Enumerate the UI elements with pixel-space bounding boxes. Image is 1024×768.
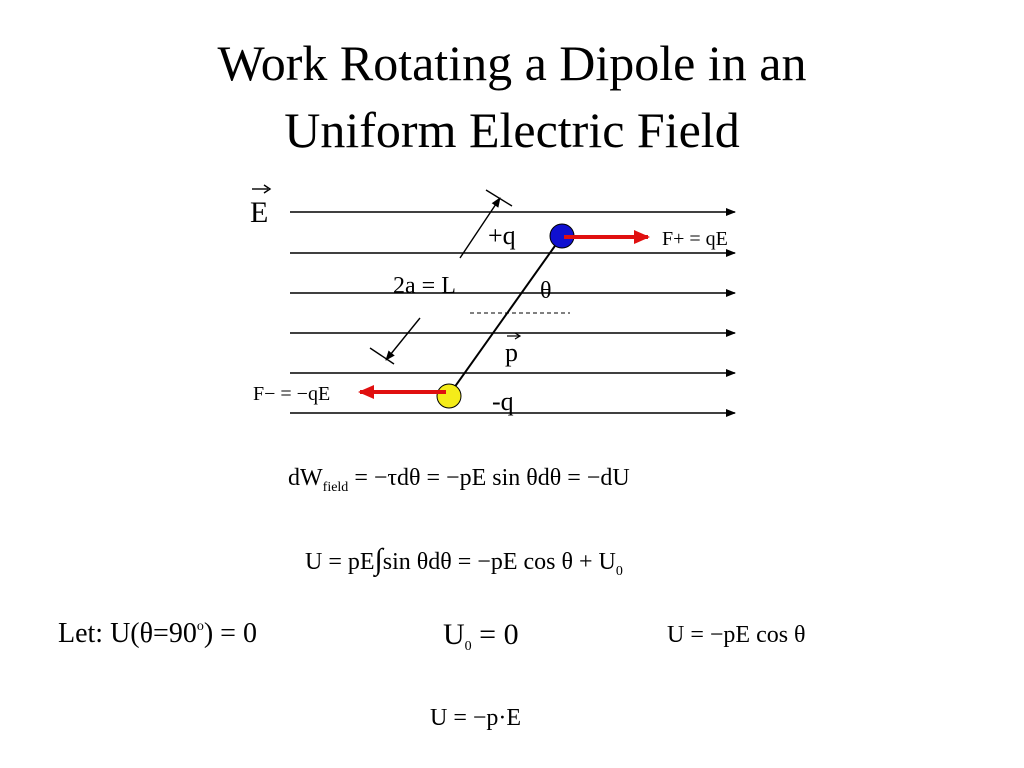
title-line-2: Uniform Electric Field [284, 102, 740, 158]
dipole-label: p [505, 338, 518, 367]
potential-cos-equation: U = −pE cos θ [667, 622, 806, 648]
field-lines [290, 208, 736, 417]
potential-integral-equation: U = pE∫sin θdθ = −pE cos θ + U0 [305, 543, 623, 579]
title-line-1: Work Rotating a Dipole in an [217, 35, 807, 91]
u0-equation: U0 = 0 [443, 618, 519, 654]
force-minus-label: F− = −qE [253, 383, 330, 405]
let-condition: Let: U(θ=90o) = 0 [58, 618, 257, 649]
vector-arrow-icon [252, 184, 272, 194]
length-label: 2a = L [393, 273, 456, 299]
dipole-axis [448, 235, 563, 396]
integral-sign-icon: ∫ [374, 543, 383, 576]
potential-dot-equation: U = −p·E [430, 705, 522, 731]
force-plus-label: F+ = qE [662, 228, 728, 250]
negative-charge [436, 383, 462, 409]
angle-label: θ [540, 278, 552, 304]
minus-charge-label: -q [492, 387, 514, 416]
work-equation: dWfield = −τdθ = −pE sin θdθ = −dU [288, 465, 630, 495]
plus-charge-label: +q [488, 221, 516, 250]
field-label: E [250, 196, 268, 229]
length-dimension [369, 189, 513, 365]
vector-arrow-icon [507, 332, 522, 340]
